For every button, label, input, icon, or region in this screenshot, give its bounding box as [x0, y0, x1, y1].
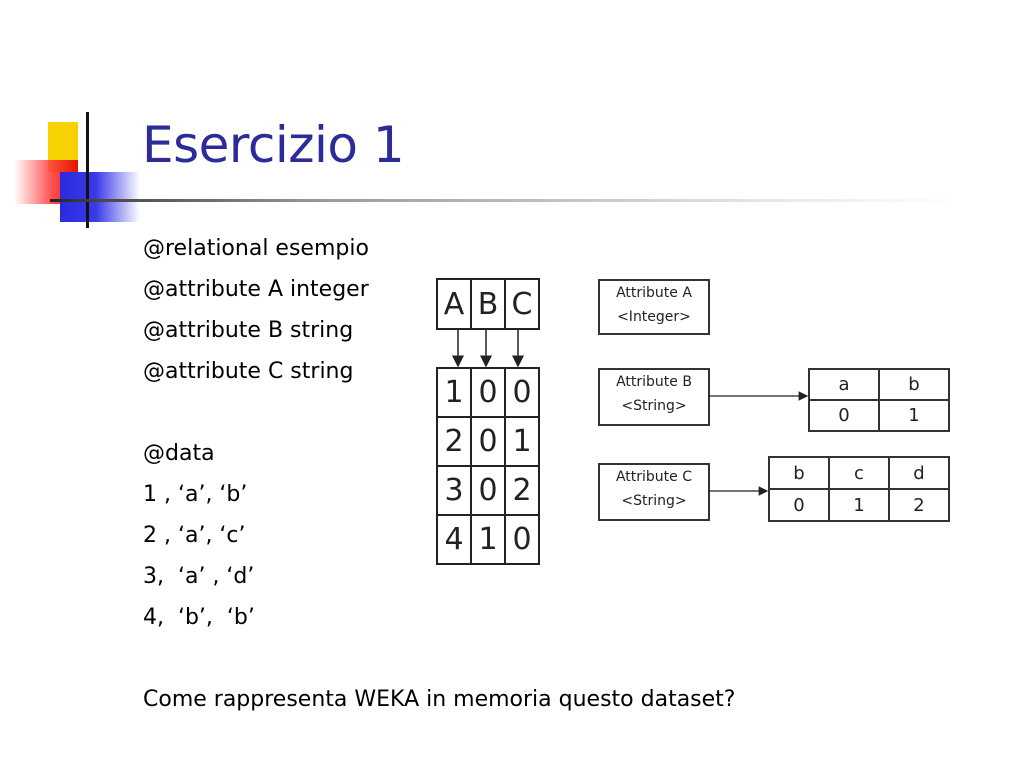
attribute-a-box: Attribute A <Integer>: [598, 279, 710, 335]
index-cell: 1: [828, 488, 890, 522]
data-cell: 2: [436, 416, 472, 467]
data-cell: 0: [504, 514, 540, 565]
instance-data-table: 1 0 0 2 0 1 3 0 2 4 1 0: [436, 367, 540, 565]
text-line: 4, ‘b’, ‘b’: [143, 605, 255, 630]
text-line: @relational esempio: [143, 236, 369, 261]
attribute-c-name: Attribute C: [615, 469, 693, 485]
table-row: 0 1 2: [768, 488, 950, 522]
data-cell: 1: [470, 514, 506, 565]
table-row: 1 0 0: [436, 367, 540, 418]
text-line: 2 , ‘a’, ‘c’: [143, 523, 246, 548]
question-line: Come rappresenta WEKA in memoria questo …: [143, 687, 736, 712]
attribute-b-box: Attribute B <String>: [598, 368, 710, 426]
value-cell: b: [768, 456, 830, 490]
slide-title: Esercizio 1: [142, 116, 405, 174]
attribute-c-type: <String>: [621, 493, 687, 509]
header-cell-b: B: [470, 278, 506, 330]
text-line: @attribute C string: [143, 359, 354, 384]
data-cell: 2: [504, 465, 540, 516]
text-line: @data: [143, 441, 215, 466]
table-row: b c d: [768, 456, 950, 490]
value-cell: a: [808, 368, 880, 401]
blank-line: [143, 643, 736, 684]
text-line: 3, ‘a’ , ‘d’: [143, 564, 255, 589]
attribute-a-name: Attribute A: [616, 285, 692, 301]
value-cell: c: [828, 456, 890, 490]
attribute-b-values-table: a b 0 1: [808, 368, 950, 432]
attribute-b-type: <String>: [621, 398, 687, 414]
title-underline: [50, 199, 960, 202]
attribute-c-values-table: b c d 0 1 2: [768, 456, 950, 522]
table-row: 2 0 1: [436, 416, 540, 467]
decor-blue-square: [60, 172, 140, 222]
table-row: 0 1: [808, 399, 950, 432]
table-row: 4 1 0: [436, 514, 540, 565]
data-cell: 0: [470, 465, 506, 516]
value-cell: b: [878, 368, 950, 401]
data-cell: 4: [436, 514, 472, 565]
data-cell: 0: [470, 416, 506, 467]
data-cell: 0: [470, 367, 506, 418]
index-cell: 0: [808, 399, 880, 432]
text-line: 1 , ‘a’, ‘b’: [143, 482, 248, 507]
index-cell: 1: [878, 399, 950, 432]
index-cell: 0: [768, 488, 830, 522]
slide-body: @relational esempio @attribute A integer…: [143, 233, 736, 725]
text-line: @attribute A integer: [143, 277, 369, 302]
index-cell: 2: [888, 488, 950, 522]
text-line: @attribute B string: [143, 318, 354, 343]
table-row: 3 0 2: [436, 465, 540, 516]
data-cell: 3: [436, 465, 472, 516]
data-cell: 1: [504, 416, 540, 467]
header-cell-a: A: [436, 278, 472, 330]
header-cell-c: C: [504, 278, 540, 330]
decor-vertical-line: [86, 112, 89, 228]
attribute-header-table: A B C: [436, 278, 540, 330]
attribute-b-name: Attribute B: [616, 374, 692, 390]
data-cell: 1: [436, 367, 472, 418]
attribute-a-type: <Integer>: [617, 309, 691, 325]
table-row: a b: [808, 368, 950, 401]
attribute-c-box: Attribute C <String>: [598, 463, 710, 521]
value-cell: d: [888, 456, 950, 490]
data-cell: 0: [504, 367, 540, 418]
